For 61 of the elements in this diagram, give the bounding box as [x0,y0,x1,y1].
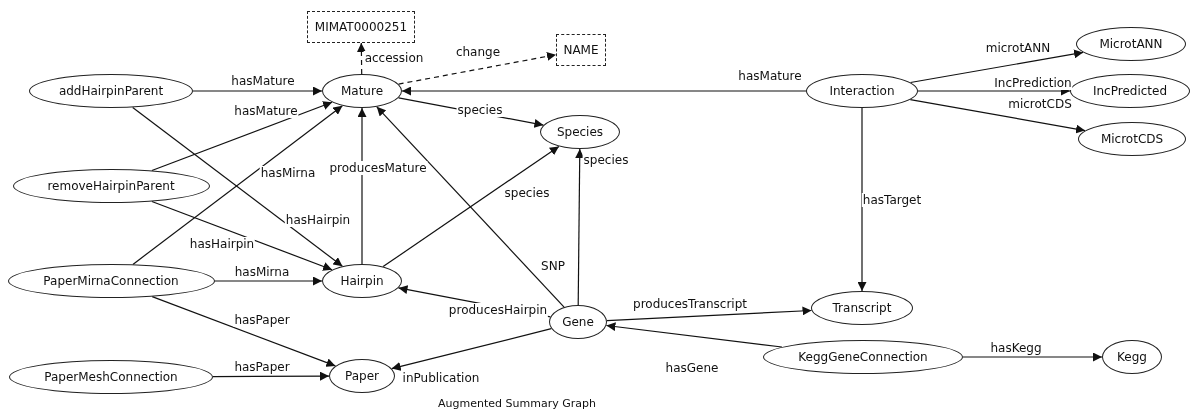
edge-label: species [456,103,504,117]
class-ellipse: PaperMirnaConnection [7,264,215,298]
edge-label: hasKegg [989,341,1043,355]
arrow [606,306,813,322]
class-ellipse: MicrotCDS [1078,122,1186,156]
edge-label: hasGene [664,361,720,375]
arrow [909,49,1084,84]
class-ellipse: Interaction [806,74,918,108]
arrow [357,107,367,265]
class-ellipse: Gene [549,305,607,339]
arrow [909,99,1086,134]
edge-label: hasMirna [233,265,291,279]
arrow [398,51,557,85]
edge-label: inPublication [401,371,481,385]
edge-label: IncPrediction [993,76,1073,90]
class-ellipse: IncPredicted [1070,74,1190,108]
edge-label: hasMature [737,69,803,83]
edge-label: producesMature [328,161,428,175]
class-ellipse: PaperMeshConnection [9,360,213,394]
edge-label: hasPaper [233,313,291,327]
arrow [192,86,323,96]
arrow [401,86,807,96]
edge-label: microtCDS [1007,97,1073,111]
edge-label: hasMirna [259,166,317,180]
class-ellipse: Kegg [1102,340,1162,374]
edge-label: hasTarget [861,193,923,207]
edge-label: hasMature [233,104,299,118]
arrow [382,145,560,268]
class-ellipse: Mature [322,74,402,108]
caption: Augmented Summary Graph [438,397,596,410]
edge-label: species [503,186,551,200]
edge-label: species [582,153,630,167]
arrow [391,328,552,371]
edge-label: hasMature [230,74,296,88]
arrow [605,322,783,348]
edge-label: microtANN [984,41,1052,55]
class-ellipse: Hairpin [322,264,402,298]
edge-label: producesTranscript [632,297,748,311]
arrow [212,371,330,381]
arrow [356,42,366,75]
edge-label: change [454,45,502,59]
arrow [575,148,585,306]
class-ellipse: Species [540,115,620,149]
arrow [376,106,565,308]
class-ellipse: removeHairpinParent [12,169,210,203]
dashed-value-box: MIMAT0000251 [307,11,415,43]
arrow [962,352,1103,362]
class-ellipse: Transcript [811,291,913,325]
edge-label: SNP [540,259,566,273]
edge-label: producesHairpin [447,303,549,317]
arrow [857,107,867,292]
edge-label: hasPaper [233,360,291,374]
class-ellipse: KeggGeneConnection [763,340,963,374]
class-ellipse: MicrotANN [1076,27,1186,61]
arrow [213,276,323,286]
edge-label: accession [363,51,425,65]
class-ellipse: addHairpinParent [29,74,193,108]
class-ellipse: Paper [329,359,395,393]
edge-label: hasHairpin [284,213,352,227]
edge-label: hasHairpin [188,237,256,251]
dashed-value-box: NAME [556,34,606,66]
